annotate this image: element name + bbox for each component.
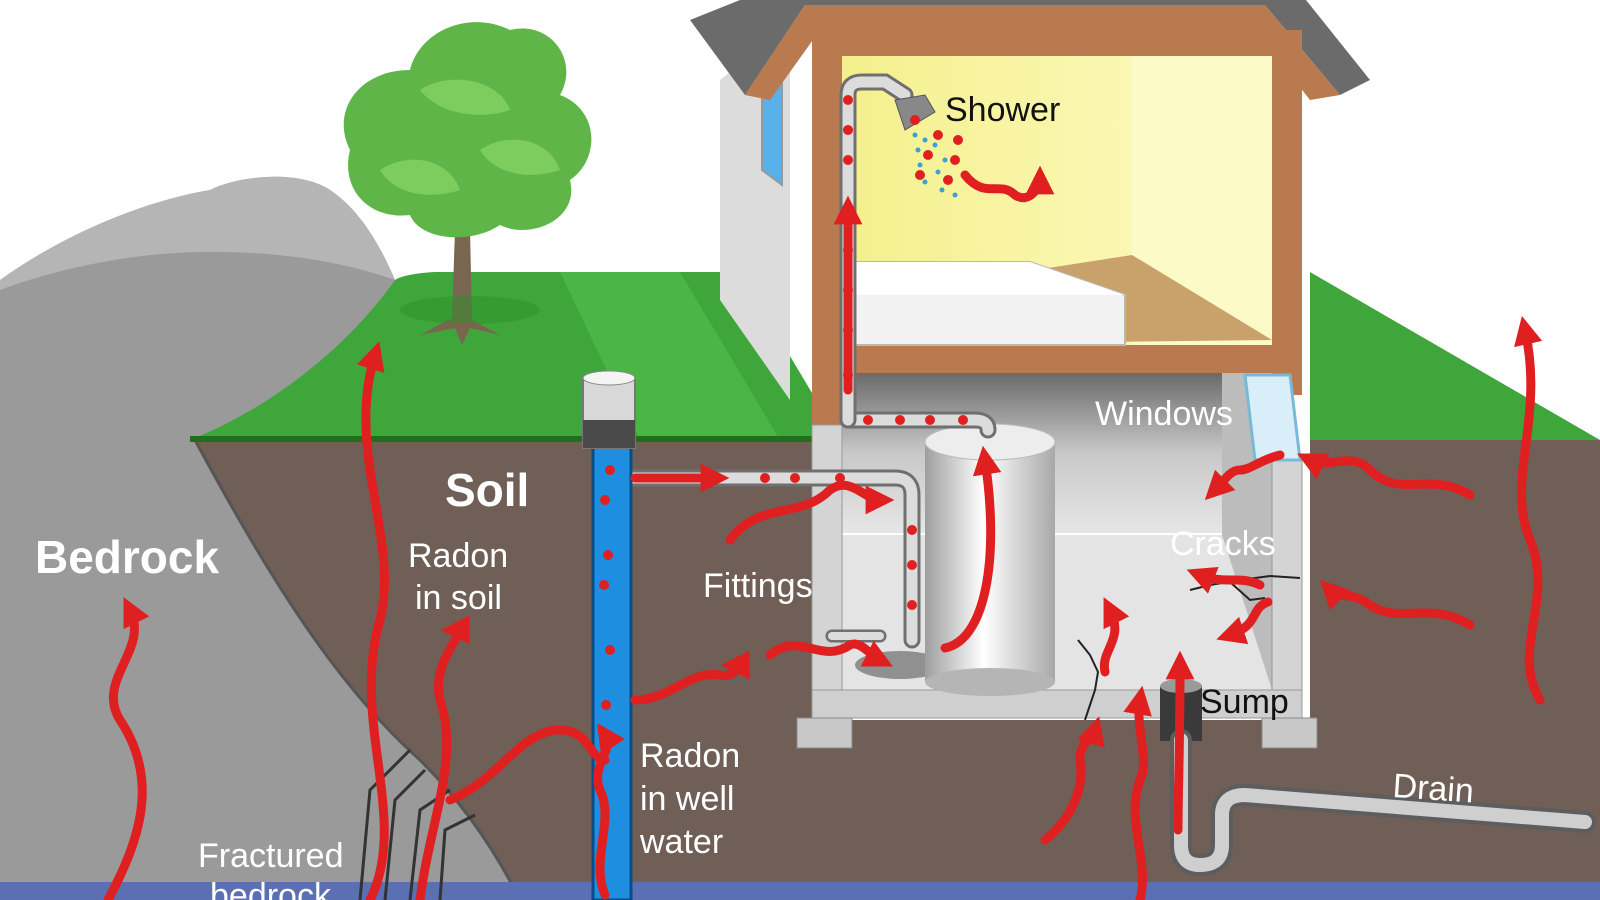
label-soil: Soil — [445, 464, 530, 516]
label-sump: Sump — [1200, 683, 1289, 721]
radon-arrow-fittings-lower — [765, 639, 893, 667]
footing-left — [796, 717, 853, 749]
label-windows: Windows — [1095, 395, 1233, 433]
radon-particles — [599, 95, 968, 710]
radon-arrow-sump-2 — [1165, 650, 1195, 835]
label-cracks: Cracks — [1170, 525, 1276, 563]
house-frame-right — [1272, 30, 1302, 395]
grass-edge — [190, 436, 840, 442]
radon-arrow-floor-crack — [1099, 597, 1130, 677]
label-drain: Drain — [1391, 767, 1476, 811]
label-bedrock: Bedrock — [35, 531, 220, 583]
radon-arrow-soil-to-fitting — [630, 650, 750, 705]
label-fractured-bedrock-line2: bedrock — [210, 877, 331, 900]
groundwater — [0, 882, 1600, 900]
plumbing-pipes — [616, 73, 997, 649]
radon-arrow-to-well — [445, 725, 610, 805]
label-fittings: Fittings — [703, 567, 813, 605]
house-frame-top — [812, 30, 1302, 56]
radon-arrow-shower — [960, 165, 1055, 203]
foundation-slab — [811, 689, 1303, 719]
roof-trim — [745, 5, 1340, 100]
label-radon-in-soil-line2: in soil — [415, 579, 502, 617]
label-radon-in-well-water-line1: Radon — [640, 737, 741, 775]
foundation-right — [1271, 454, 1303, 716]
sump-drain — [1160, 679, 1596, 877]
radon-arrow-window-down — [1204, 450, 1285, 501]
well — [582, 370, 636, 900]
label-shower: Shower — [945, 91, 1061, 129]
bedrock-top-highlight — [0, 176, 395, 290]
radon-arrow-bedrock — [103, 597, 150, 900]
footing-right — [1261, 717, 1318, 749]
radon-arrow-right-edge — [1514, 315, 1545, 705]
radon-arrow-under-slab — [1040, 716, 1105, 845]
house-floor-beam — [812, 345, 1302, 373]
foundation-left — [811, 424, 843, 716]
label-radon-in-soil-line1: Radon — [408, 537, 509, 575]
radon-arrow-cracks-1 — [1186, 566, 1265, 594]
label-radon-in-well-water-line3: water — [640, 823, 724, 861]
radon-arrow-sump-1 — [1123, 685, 1152, 900]
tree — [343, 22, 592, 345]
radon-arrow-cracks-2 — [1216, 597, 1273, 645]
radon-arrow-fittings-upper — [725, 480, 895, 545]
radon-arrows — [103, 165, 1545, 900]
label-fractured-bedrock-line1: Fractured — [198, 837, 344, 875]
soil-layer-right — [1310, 440, 1600, 900]
bedrock-edge — [193, 439, 522, 900]
radon-arrow-tank — [940, 445, 1002, 653]
radon-arrow-soil-2 — [415, 615, 470, 900]
basement-window — [1243, 373, 1302, 462]
radon-arrow-soil-1 — [356, 341, 389, 900]
radon-arrow-window-in — [1297, 453, 1475, 500]
radon-arrow-in-well — [593, 723, 625, 900]
radon-arrow-cracks-right — [1319, 579, 1475, 630]
shower-head — [894, 94, 936, 131]
bedrock-mass — [0, 176, 520, 900]
roof — [690, 0, 1370, 95]
grass-lighter-band — [560, 272, 780, 440]
label-radon-in-well-water-line2: in well — [640, 780, 735, 818]
grass-right — [1310, 272, 1600, 440]
